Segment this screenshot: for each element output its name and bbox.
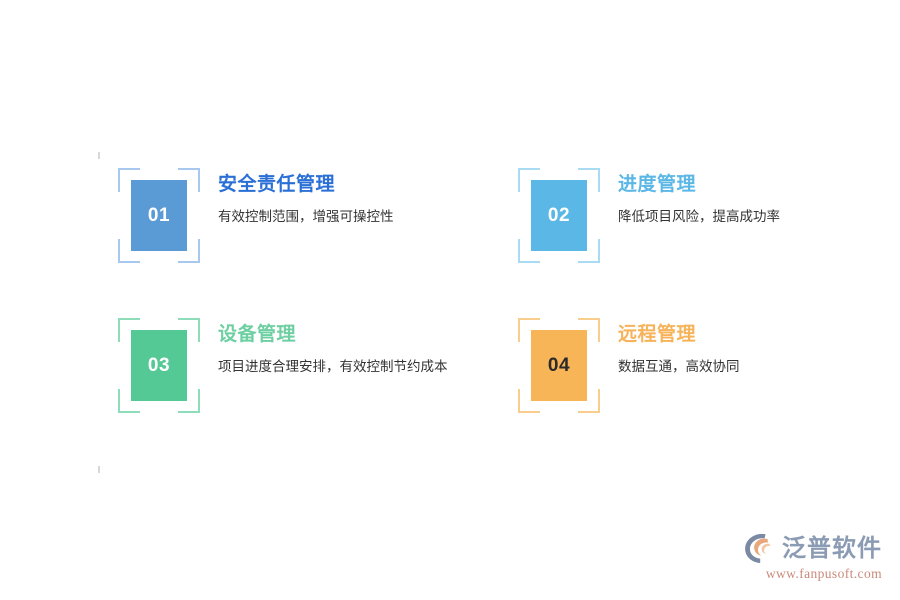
card-description-02: 降低项目风险，提高成功率 <box>618 208 780 224</box>
number-badge-04: 04 <box>518 318 600 413</box>
card-body-03: 设备管理 项目进度合理安排，有效控制节约成本 <box>200 318 518 378</box>
logo-wordmark: 泛普软件 <box>782 533 882 562</box>
logo-row: 泛普软件 <box>743 531 882 565</box>
number-badge-03: 03 <box>118 318 200 413</box>
fanpu-swoosh-icon <box>743 532 777 564</box>
logo-url: www.fanpusoft.com <box>765 565 882 581</box>
card-title-01: 安全责任管理 <box>218 174 336 195</box>
number-badge-01: 01 <box>118 168 200 263</box>
feature-card-grid: 01 安全责任管理 有效控制范围，增强可操控性 02 进度管理 降低项目风险，提… <box>118 168 878 468</box>
card-body-01: 安全责任管理 有效控制范围，增强可操控性 <box>200 168 518 228</box>
card-description-04: 数据互通，高效协同 <box>618 358 740 374</box>
number-tile-04: 04 <box>531 330 587 401</box>
card-description-03: 项目进度合理安排，有效控制节约成本 <box>218 358 448 374</box>
card-title-02: 进度管理 <box>618 174 697 195</box>
feature-card-03[interactable]: 03 设备管理 项目进度合理安排，有效控制节约成本 <box>118 318 518 468</box>
card-description-01: 有效控制范围，增强可操控性 <box>218 208 394 224</box>
number-tile-01: 01 <box>131 180 187 251</box>
card-title-04: 远程管理 <box>618 324 697 345</box>
margin-tick-bottom <box>98 466 100 473</box>
card-body-02: 进度管理 降低项目风险，提高成功率 <box>600 168 878 228</box>
watermark-logo: 泛普软件 www.fanpusoft.com <box>740 524 882 582</box>
feature-card-01[interactable]: 01 安全责任管理 有效控制范围，增强可操控性 <box>118 168 518 318</box>
card-title-03: 设备管理 <box>218 324 297 345</box>
feature-card-04[interactable]: 04 远程管理 数据互通，高效协同 <box>518 318 878 468</box>
card-body-04: 远程管理 数据互通，高效协同 <box>600 318 878 378</box>
feature-card-02[interactable]: 02 进度管理 降低项目风险，提高成功率 <box>518 168 878 318</box>
number-badge-02: 02 <box>518 168 600 263</box>
margin-tick-top <box>98 152 100 159</box>
number-tile-02: 02 <box>531 180 587 251</box>
number-tile-03: 03 <box>131 330 187 401</box>
